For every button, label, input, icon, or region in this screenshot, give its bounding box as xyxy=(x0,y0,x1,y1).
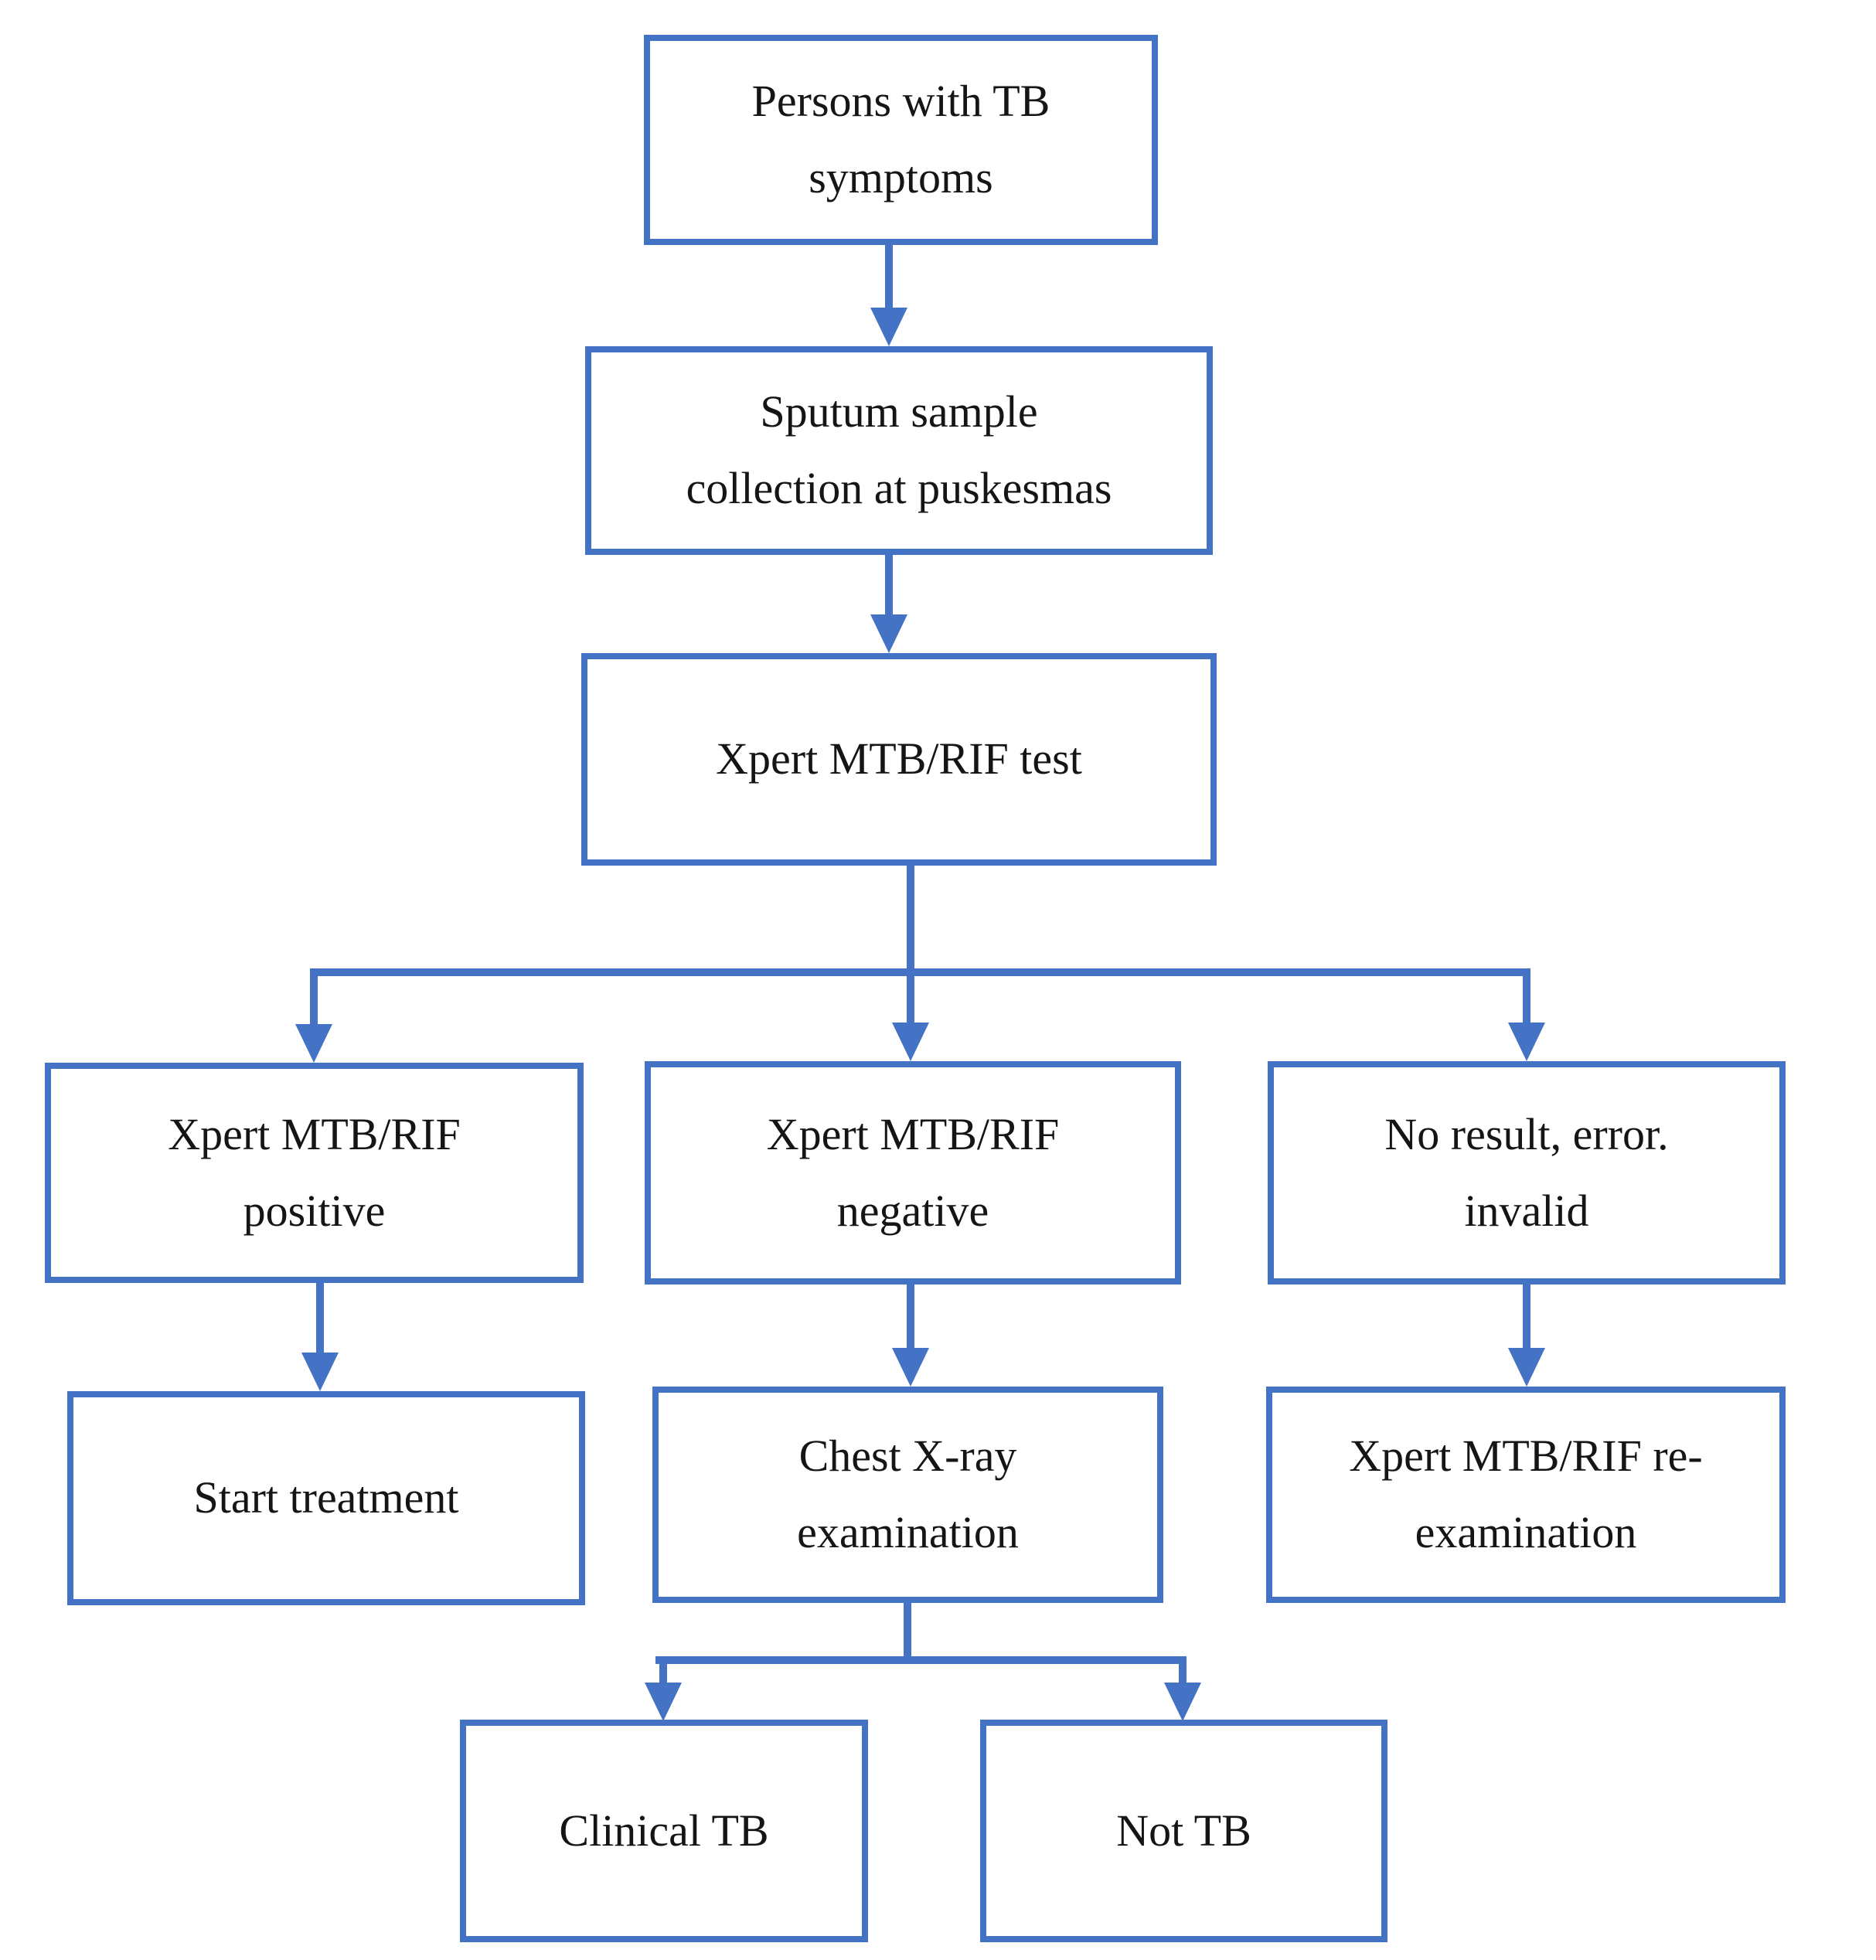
connector-negative-to-xray-line xyxy=(907,1285,914,1349)
connector-xray-stem-line xyxy=(904,1603,911,1660)
connector-branch-to-clinical-arrowhead xyxy=(645,1683,682,1721)
node-xpert-positive: Xpert MTB/RIF positive xyxy=(45,1063,584,1283)
node-sputum-sample-collection: Sputum sample collection at puskesmas xyxy=(585,346,1213,555)
node-persons-with-tb-symptoms: Persons with TB symptoms xyxy=(644,35,1158,245)
connector-noresult-to-reexam-arrowhead xyxy=(1508,1348,1545,1387)
connector-branch-to-nottb-arrowhead xyxy=(1164,1683,1201,1721)
node-clinical-tb: Clinical TB xyxy=(460,1720,868,1942)
connector-test-stem-line xyxy=(907,866,914,972)
connector-branch-to-clinical-line xyxy=(659,1656,667,1685)
connector-branch-to-negative-arrowhead xyxy=(892,1023,929,1061)
node-chest-xray-examination: Chest X-ray examination xyxy=(652,1387,1163,1603)
connector-persons-to-sputum-line xyxy=(885,245,893,311)
connector-branch-to-positive-arrowhead xyxy=(295,1024,332,1063)
connector-negative-to-xray-arrowhead xyxy=(892,1348,929,1387)
connector-noresult-to-reexam-line xyxy=(1523,1285,1530,1349)
connector-branch-to-noresult-arrowhead xyxy=(1508,1023,1545,1061)
node-no-result-error-invalid: No result, error. invalid xyxy=(1268,1061,1786,1285)
connector-positive-to-treatment-arrowhead xyxy=(301,1353,339,1391)
node-start-treatment: Start treatment xyxy=(67,1391,585,1605)
connector-branch-to-noresult-line xyxy=(1523,968,1530,1024)
connector-sputum-to-test-line xyxy=(885,555,893,617)
connector-branch-to-negative-line xyxy=(907,968,914,1024)
connector-persons-to-sputum-arrowhead xyxy=(870,308,907,346)
node-xpert-reexamination: Xpert MTB/RIF re- examination xyxy=(1266,1387,1786,1603)
connector-xray-branch-bar xyxy=(655,1656,1187,1664)
node-xpert-mtb-rif-test: Xpert MTB/RIF test xyxy=(581,653,1217,866)
connector-sputum-to-test-arrowhead xyxy=(870,614,907,653)
connector-branch-bar xyxy=(310,968,1530,976)
node-not-tb: Not TB xyxy=(980,1720,1387,1942)
node-xpert-negative: Xpert MTB/RIF negative xyxy=(645,1061,1181,1285)
connector-branch-to-positive-line xyxy=(310,968,318,1026)
connector-branch-to-nottb-line xyxy=(1179,1656,1187,1685)
connector-positive-to-treatment-line xyxy=(316,1283,324,1354)
